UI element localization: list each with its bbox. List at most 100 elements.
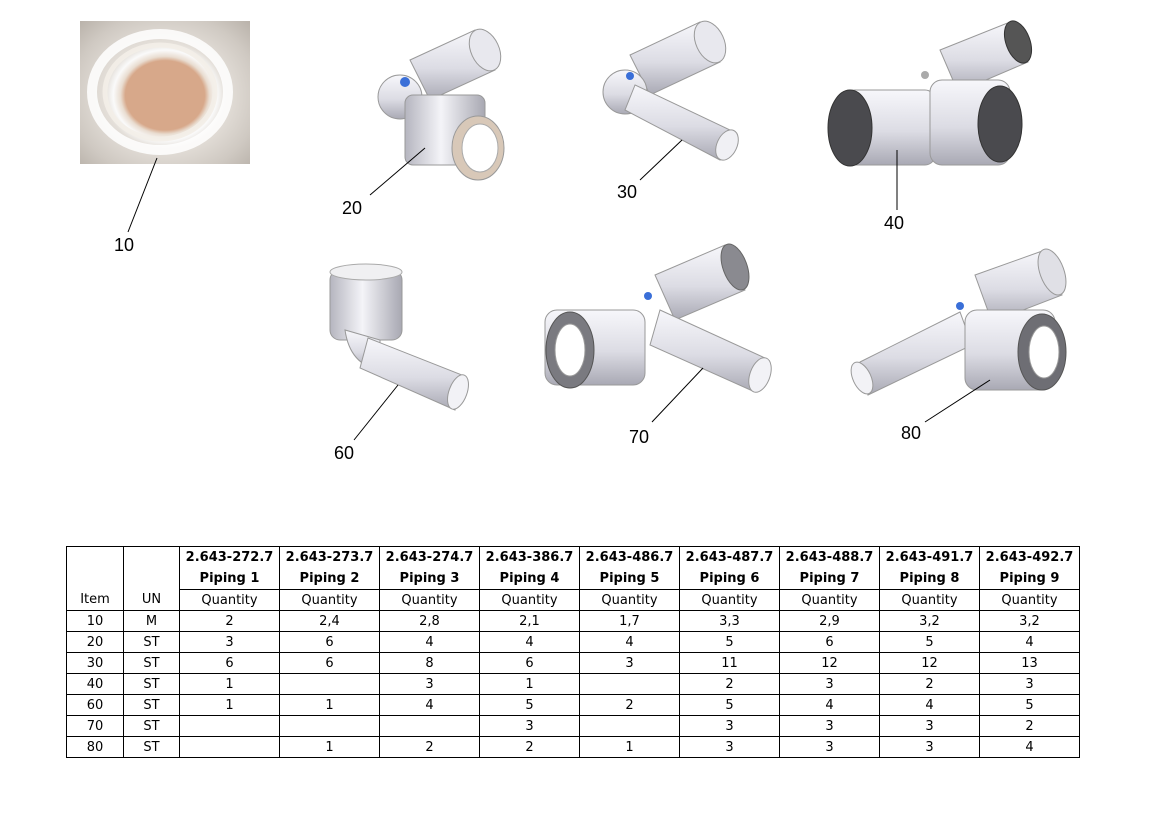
quantity-cell: 8	[379, 652, 480, 674]
quantity-cell: 3	[779, 715, 880, 737]
item-cell: 60	[66, 694, 124, 716]
fitting-item-60	[329, 263, 469, 411]
quantity-cell: 4	[479, 631, 580, 653]
quantity-cell: 1	[179, 694, 280, 716]
quantity-cell	[579, 673, 680, 695]
quantity-cell: 1	[279, 694, 380, 716]
piping-header: Piping 5	[579, 568, 680, 590]
quantity-cell: 1,7	[579, 610, 680, 632]
quantity-cell: 6	[479, 652, 580, 674]
header-blank-cell	[123, 568, 180, 590]
unit-cell: ST	[123, 715, 180, 737]
quantity-cell: 2	[879, 673, 980, 695]
quantity-cell: 5	[979, 694, 1080, 716]
quantity-cell: 4	[579, 631, 680, 653]
fitting-item-40	[827, 20, 1033, 167]
quantity-cell: 4	[379, 694, 480, 716]
quantity-cell	[579, 715, 680, 737]
quantity-cell: 2	[979, 715, 1080, 737]
callout-70: 70	[629, 427, 650, 447]
product-code-header: 2.643-486.7	[579, 546, 680, 568]
product-code-header: 2.643-487.7	[679, 546, 780, 568]
piping-header: Piping 8	[879, 568, 980, 590]
callout-80: 80	[901, 423, 922, 443]
quantity-cell: 13	[979, 652, 1080, 674]
item-cell: 40	[66, 673, 124, 695]
quantity-cell: 4	[879, 694, 980, 716]
piping-header: Piping 3	[379, 568, 480, 590]
item-cell: 70	[66, 715, 124, 737]
piping-header: Piping 7	[779, 568, 880, 590]
quantity-cell: 4	[779, 694, 880, 716]
product-code-header: 2.643-488.7	[779, 546, 880, 568]
unit-cell: ST	[123, 631, 180, 653]
product-code-header: 2.643-274.7	[379, 546, 480, 568]
callout-10: 10	[114, 235, 135, 255]
quantity-cell: 11	[679, 652, 780, 674]
quantity-column-header: Quantity	[779, 589, 880, 611]
product-code-header: 2.643-272.7	[179, 546, 280, 568]
item-cell: 80	[66, 736, 124, 758]
quantity-cell: 3,2	[979, 610, 1080, 632]
product-code-header: 2.643-492.7	[979, 546, 1080, 568]
quantity-cell: 3,3	[679, 610, 780, 632]
quantity-cell: 3,2	[879, 610, 980, 632]
quantity-cell: 4	[379, 631, 480, 653]
callout-20: 20	[342, 198, 363, 218]
quantity-cell: 2	[579, 694, 680, 716]
quantity-cell: 5	[879, 631, 980, 653]
quantity-cell: 2,1	[479, 610, 580, 632]
quantity-cell	[279, 715, 380, 737]
unit-cell: ST	[123, 694, 180, 716]
quantity-cell: 3	[379, 673, 480, 695]
quantity-column-header: Quantity	[279, 589, 380, 611]
hose-coil-illustration	[87, 29, 233, 155]
quantity-column-header: Quantity	[579, 589, 680, 611]
callout-40: 40	[884, 213, 905, 233]
quantity-cell: 5	[479, 694, 580, 716]
quantity-cell	[179, 736, 280, 758]
header-blank-cell	[66, 546, 124, 568]
quantity-cell: 6	[779, 631, 880, 653]
header-blank-cell	[123, 546, 180, 568]
callout-30: 30	[617, 182, 638, 202]
piping-header: Piping 6	[679, 568, 780, 590]
product-code-header: 2.643-491.7	[879, 546, 980, 568]
quantity-cell: 3	[779, 736, 880, 758]
quantity-column-header: Quantity	[979, 589, 1080, 611]
un-column-header: UN	[123, 589, 180, 611]
quantity-cell: 2	[479, 736, 580, 758]
quantity-cell: 6	[279, 652, 380, 674]
quantity-cell: 4	[979, 631, 1080, 653]
quantity-cell: 4	[979, 736, 1080, 758]
unit-cell: ST	[123, 673, 180, 695]
quantity-cell: 1	[479, 673, 580, 695]
item-cell: 10	[66, 610, 124, 632]
quantity-cell: 1	[579, 736, 680, 758]
quantity-cell: 3	[979, 673, 1080, 695]
header-blank-cell	[66, 568, 124, 590]
quantity-cell: 3	[179, 631, 280, 653]
quantity-column-header: Quantity	[679, 589, 780, 611]
piping-header: Piping 4	[479, 568, 580, 590]
quantity-column-header: Quantity	[879, 589, 980, 611]
quantity-cell: 3	[879, 715, 980, 737]
fittings-drawing	[87, 20, 1067, 441]
quantity-cell: 12	[779, 652, 880, 674]
item-cell: 30	[66, 652, 124, 674]
fitting-item-70	[544, 243, 772, 393]
quantity-cell: 3	[579, 652, 680, 674]
fitting-item-30	[602, 20, 739, 161]
callout-60: 60	[334, 443, 355, 463]
leader-lines	[127, 139, 991, 441]
